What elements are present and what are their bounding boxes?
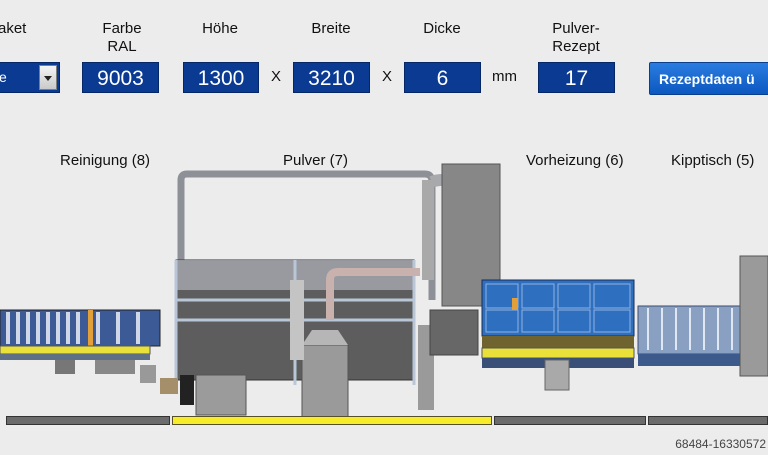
label-farbe-ral: Farbe RAL bbox=[102, 20, 142, 55]
track-segment-pulver-active bbox=[172, 416, 492, 425]
hoehe-field[interactable]: 1300 bbox=[183, 62, 259, 93]
track-segment-kipptisch bbox=[648, 416, 768, 425]
farbe-ral-field[interactable]: 9003 bbox=[82, 62, 159, 93]
reinigung-machine[interactable] bbox=[0, 309, 161, 383]
pulver-booth[interactable] bbox=[160, 163, 501, 418]
section-label-reinigung: Reinigung (8) bbox=[60, 152, 151, 169]
label-hoehe: Höhe bbox=[202, 20, 238, 37]
section-label-pulver: Pulver (7) bbox=[283, 152, 349, 169]
section-label-kipptisch: Kipptisch (5) bbox=[671, 152, 755, 169]
unit-label: mm bbox=[492, 68, 517, 85]
times-separator-1: X bbox=[271, 68, 282, 85]
plant-diagram bbox=[0, 163, 768, 418]
watermark: 68484-16330572 bbox=[675, 437, 766, 451]
track-segment-reinigung bbox=[6, 416, 170, 425]
pulver-rezept-field[interactable]: 17 bbox=[538, 62, 615, 93]
track-segment-vorheizung bbox=[494, 416, 646, 425]
dicke-field[interactable]: 6 bbox=[404, 62, 481, 93]
label-breite: Breite bbox=[311, 20, 351, 37]
times-separator-2: X bbox=[382, 68, 393, 85]
paket-select-value: e bbox=[0, 69, 7, 85]
label-pulver-rezept: Pulver- Rezept bbox=[552, 20, 600, 55]
rezeptdaten-button[interactable]: Rezeptdaten ü bbox=[649, 62, 768, 95]
label-paket: aket bbox=[0, 20, 27, 37]
vorheizung-oven[interactable] bbox=[481, 279, 635, 391]
label-dicke: Dicke bbox=[423, 20, 461, 37]
breite-field[interactable]: 3210 bbox=[293, 62, 370, 93]
kipptisch-table[interactable] bbox=[637, 255, 768, 377]
paket-select[interactable]: e bbox=[0, 62, 60, 93]
chevron-down-icon[interactable] bbox=[39, 65, 57, 90]
section-label-vorheizung: Vorheizung (6) bbox=[526, 152, 624, 169]
